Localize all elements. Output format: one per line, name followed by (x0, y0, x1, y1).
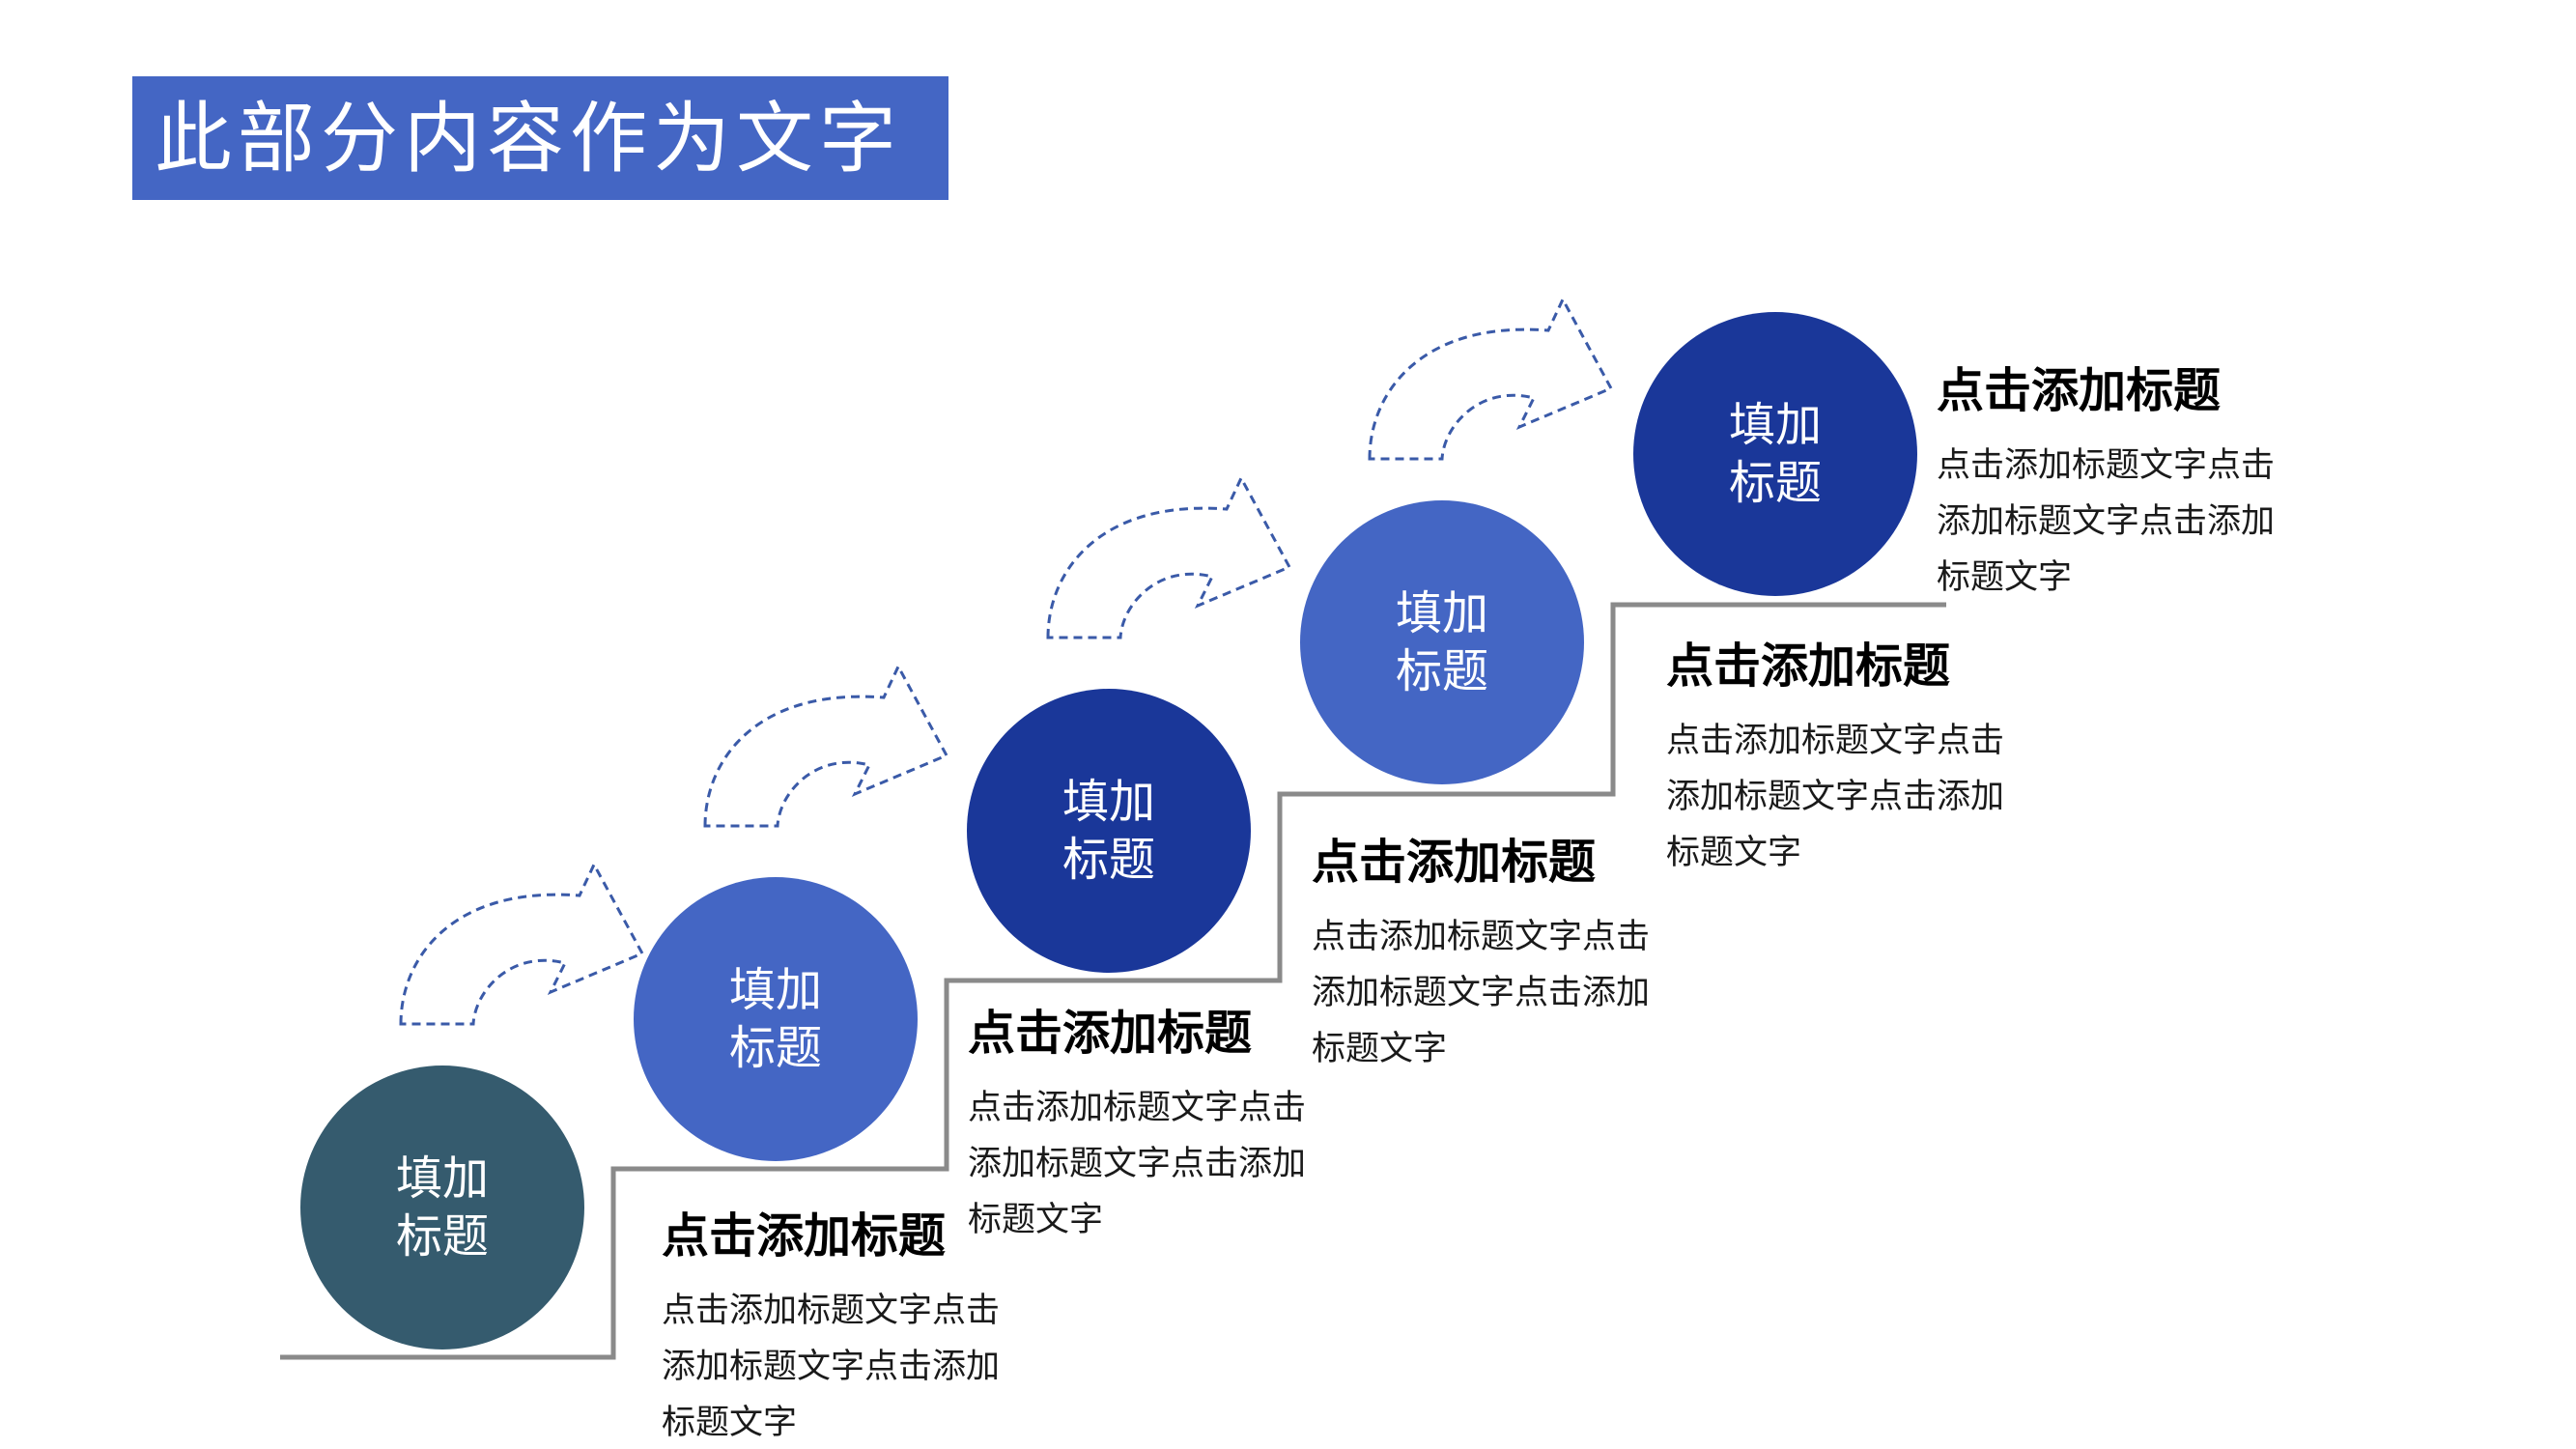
step-heading-2: 点击添加标题 (968, 1006, 1253, 1061)
step-heading-4: 点击添加标题 (1666, 639, 1951, 694)
step-circle-1 (300, 1065, 584, 1350)
step-circle-2 (634, 877, 918, 1161)
step-description-2: 点击添加标题文字点击添加标题文字点击添加标题文字 (968, 1089, 1307, 1239)
step-node-label-2: 填加标题 (728, 963, 822, 1075)
page-title: 此部分内容作为文字 (155, 94, 902, 184)
step-circle-3 (967, 689, 1251, 973)
step-description-1: 点击添加标题文字点击添加标题文字点击添加标题文字 (662, 1292, 1001, 1442)
title-banner (132, 76, 948, 200)
step-description-5: 点击添加标题文字点击添加标题文字点击添加标题文字 (1937, 446, 2276, 597)
step-heading-5: 点击添加标题 (1937, 363, 2222, 418)
step-heading-3: 点击添加标题 (1312, 835, 1597, 890)
step-node-label-4: 填加标题 (1395, 586, 1488, 698)
step-heading-1: 点击添加标题 (662, 1208, 947, 1264)
staircase-line (280, 602, 1946, 1360)
curved-arrow-icon (703, 663, 949, 828)
curved-arrow-icon (399, 861, 645, 1026)
step-node-label-1: 填加标题 (395, 1151, 489, 1264)
step-description-4: 点击添加标题文字点击添加标题文字点击添加标题文字 (1666, 722, 2005, 872)
step-description-3: 点击添加标题文字点击添加标题文字点击添加标题文字 (1312, 918, 1651, 1068)
curved-arrow-icon (1046, 474, 1292, 639)
step-node-label-5: 填加标题 (1728, 398, 1822, 510)
step-circle-4 (1300, 500, 1584, 784)
step-circle-5 (1633, 312, 1917, 596)
step-node-label-3: 填加标题 (1062, 775, 1155, 887)
curved-arrow-icon (1368, 296, 1614, 461)
